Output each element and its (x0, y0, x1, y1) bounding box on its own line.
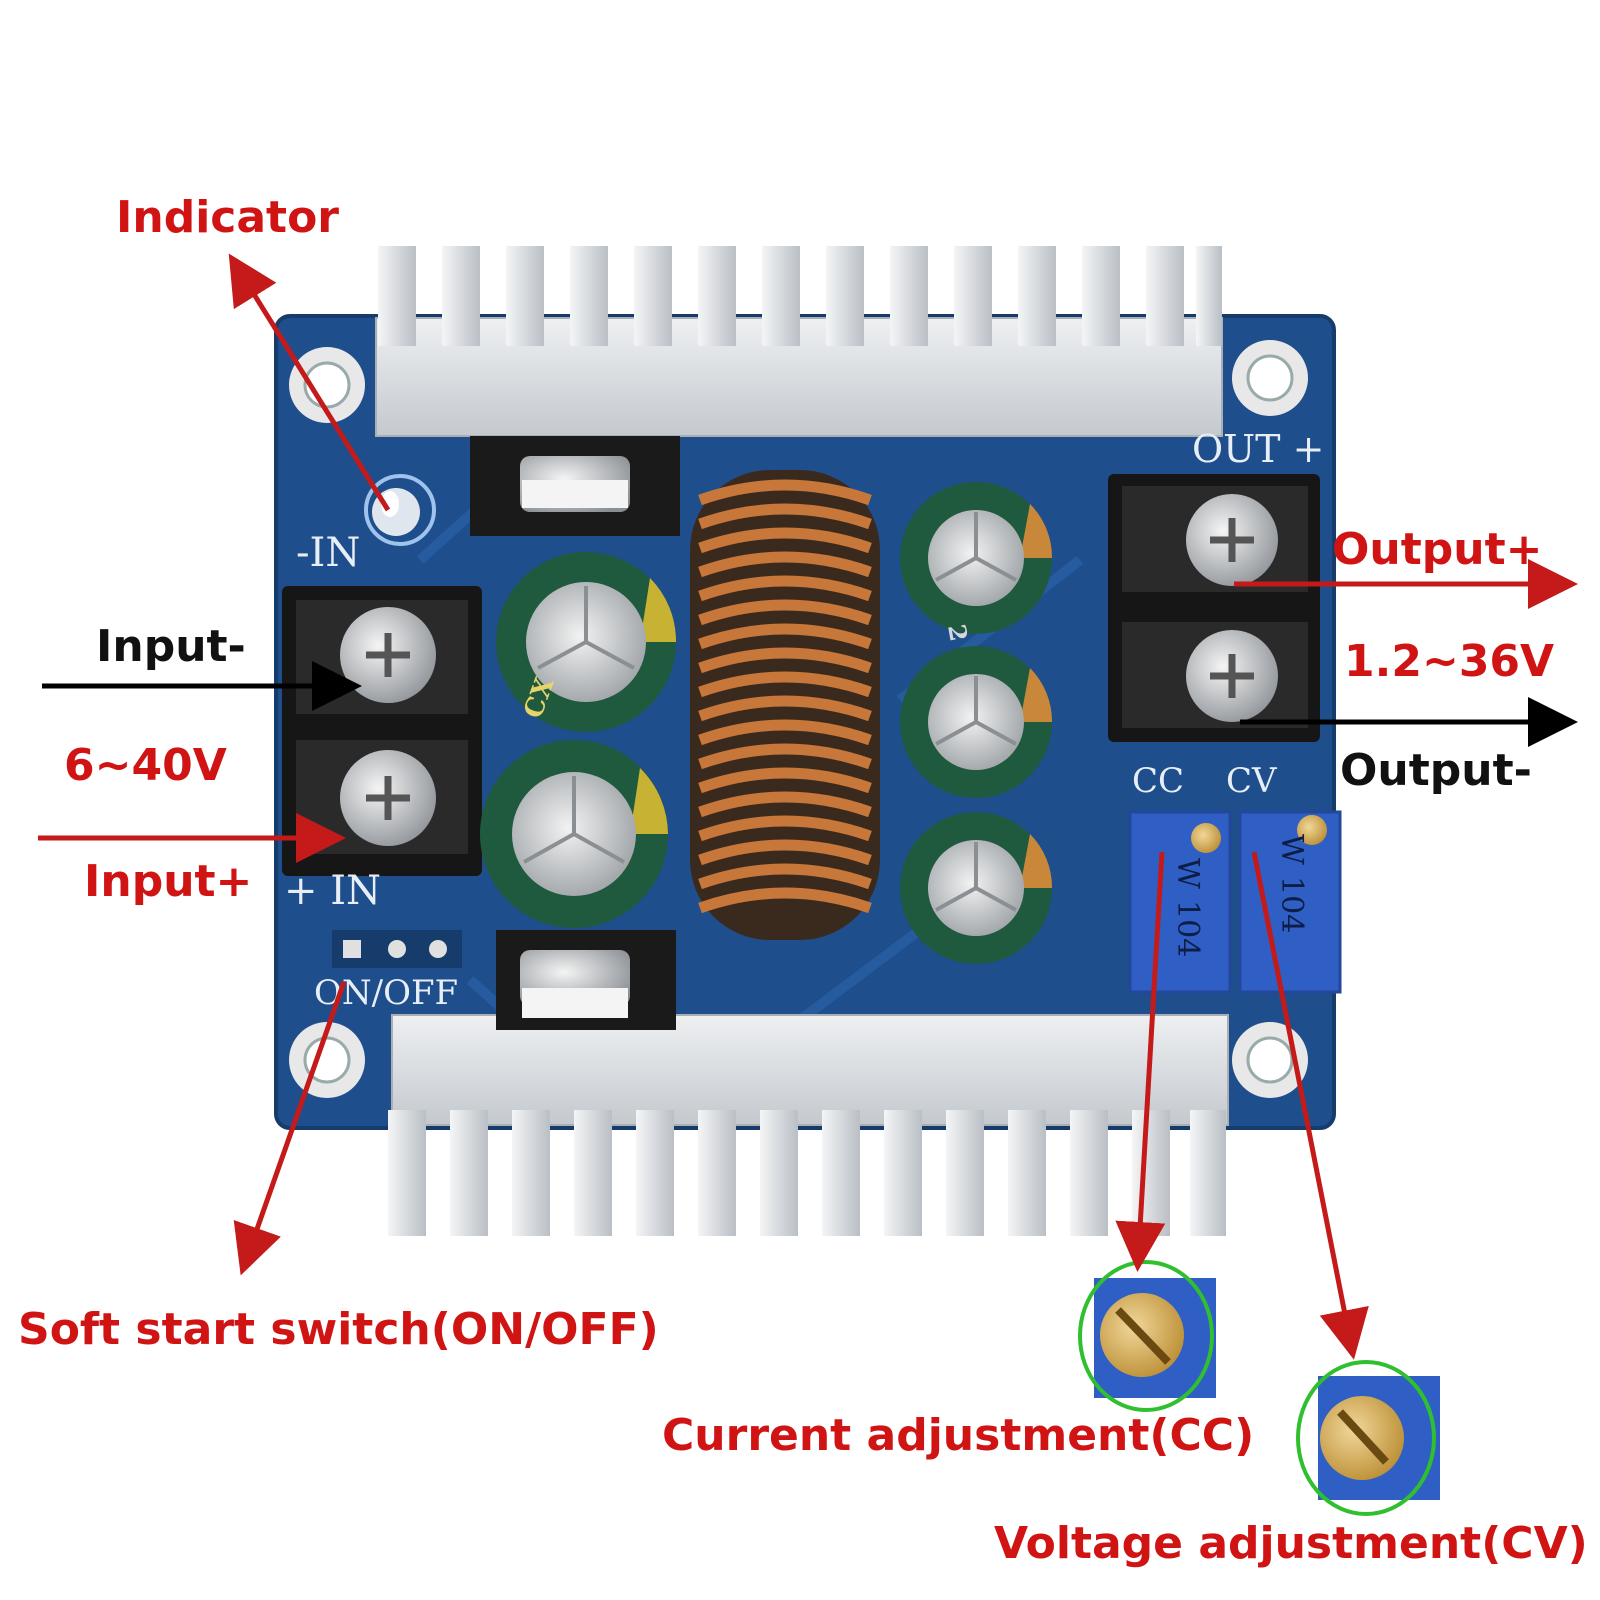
cc-arrow (1115, 851, 1166, 1272)
label-output-minus: Output- (1340, 745, 1532, 796)
trimmer-cv-brand: W (1274, 834, 1309, 865)
screw-terminal-input (282, 586, 482, 876)
heatsink-top-icon (375, 246, 1223, 437)
silk-cc: CC (1132, 761, 1184, 801)
trimmer-cc-code: 104 (1170, 900, 1205, 957)
trimmer-potentiometer-icon (1128, 810, 1342, 994)
electrolytic-capacitor-icon (480, 482, 1053, 964)
mounting-hole-icon (289, 340, 1308, 1098)
label-soft-start: Soft start switch(ON/OFF) (18, 1304, 659, 1355)
silk-in-minus: -IN (296, 530, 360, 576)
capacitor-code-2: 2 (942, 622, 973, 643)
label-input-range: 6~40V (64, 740, 227, 791)
label-indicator: Indicator (116, 192, 339, 243)
trimmer-cc-brand: W (1170, 858, 1205, 889)
silk-in-plus: + IN (284, 868, 381, 914)
cv-closeup (1318, 1376, 1440, 1500)
soft-start-jumper (332, 930, 462, 968)
cc-closeup (1094, 1278, 1216, 1398)
heatsink-bottom-icon (388, 1014, 1229, 1236)
trimmer-cv-code: 104 (1274, 876, 1309, 933)
label-output-plus: Output+ (1332, 524, 1542, 575)
soft-start-arrow (233, 981, 347, 1276)
screw-terminal-output (1108, 474, 1320, 742)
cv-arrow (1251, 851, 1369, 1360)
indicator-arrow (228, 253, 391, 512)
transistor-top (470, 436, 680, 536)
label-input-plus: Input+ (84, 856, 252, 907)
silk-cv: CV (1226, 761, 1278, 801)
label-input-minus: Input- (96, 621, 246, 672)
cv-highlight-ring (1296, 1360, 1436, 1516)
label-voltage-adjustment: Voltage adjustment(CV) (994, 1518, 1588, 1569)
transistor-bottom (496, 930, 676, 1030)
silk-out-plus: OUT + (1192, 427, 1324, 471)
inductor-toroid-icon (690, 470, 880, 940)
label-output-range: 1.2~36V (1344, 636, 1554, 687)
label-current-adjustment: Current adjustment(CC) (662, 1410, 1254, 1461)
